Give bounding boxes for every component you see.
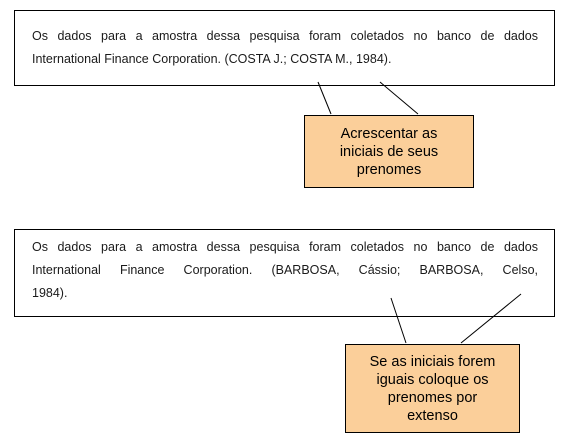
citation-line: Os dados para a amostra dessa pesquisa f…: [32, 240, 538, 254]
callout-line: extenso: [407, 407, 458, 424]
citation-box-example-1: Os dados para a amostra dessa pesquisa f…: [14, 10, 555, 86]
callout-box-example-1: Acrescentar as iniciais de seus prenomes: [304, 115, 474, 188]
callout-text-example-1: Acrescentar as iniciais de seus prenomes: [340, 125, 438, 179]
callout-line: prenomes: [356, 161, 422, 178]
callout-line: iniciais de seus: [339, 143, 439, 160]
connector-line-1b: [379, 81, 419, 115]
citation-line: 1984).: [32, 286, 68, 300]
citation-box-example-2: Os dados para a amostra dessa pesquisa f…: [14, 229, 555, 317]
citation-text-example-2: Os dados para a amostra dessa pesquisa f…: [32, 236, 538, 305]
citation-line: International Finance Corporation. (BARB…: [32, 263, 538, 277]
callout-box-example-2: Se as iniciais forem iguais coloque os p…: [345, 344, 520, 433]
callout-line: Se as iniciais forem: [369, 353, 496, 370]
callout-line: prenomes por: [387, 389, 478, 406]
citation-line: International Finance Corporation. (COST…: [32, 52, 392, 66]
citation-line: Os dados para a amostra dessa pesquisa f…: [32, 29, 538, 43]
callout-line: iguais coloque os: [376, 371, 489, 388]
callout-text-example-2: Se as iniciais forem iguais coloque os p…: [370, 353, 496, 425]
connector-line-1a: [317, 81, 332, 115]
callout-line: Acrescentar as: [340, 125, 438, 142]
citation-text-example-1: Os dados para a amostra dessa pesquisa f…: [32, 25, 538, 71]
